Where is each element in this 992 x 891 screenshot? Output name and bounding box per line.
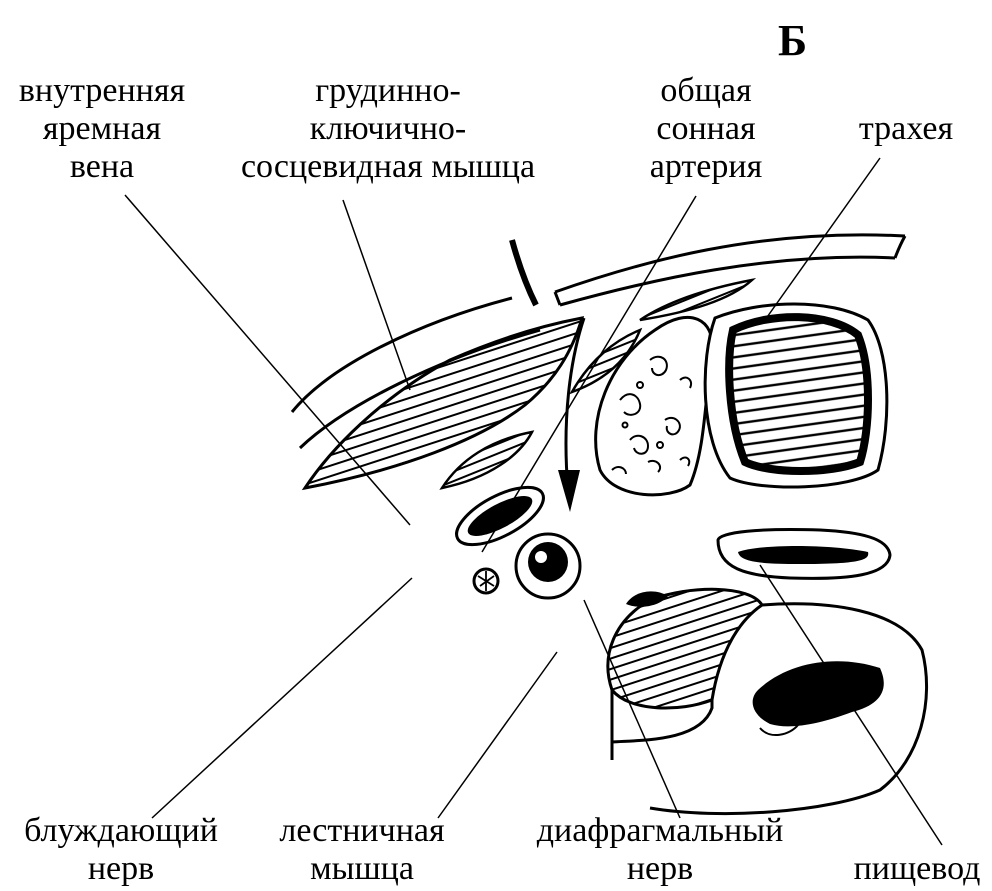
carotid-artery-lumen (535, 551, 547, 563)
dark-vertebral-mass (753, 661, 884, 726)
label-common-carotid: общая сонная артерия (636, 72, 776, 186)
leader-vagus (152, 578, 412, 818)
scalene-muscle-shape (608, 589, 762, 708)
leader-jugular (125, 195, 410, 525)
label-vagus-nerve: блуждающий нерв (6, 812, 236, 888)
panel-letter: Б (778, 16, 807, 66)
label-internal-jugular-vein: внутренняя яремная вена (6, 72, 198, 186)
scm-muscle-shape (305, 318, 582, 488)
label-esophagus: пищевод (842, 850, 992, 888)
carotid-artery-wall (528, 542, 568, 582)
label-scalene-muscle: лестничная мышца (262, 812, 462, 888)
leader-scalene (438, 652, 557, 818)
label-trachea: трахея (836, 110, 976, 148)
trachea-cartilage (729, 317, 868, 471)
mass-edge (760, 725, 798, 735)
label-scm-muscle: грудинно- ключично- сосцевидная мышца (218, 72, 558, 186)
label-phrenic-nerve: диафрагмальный нерв (520, 812, 800, 888)
